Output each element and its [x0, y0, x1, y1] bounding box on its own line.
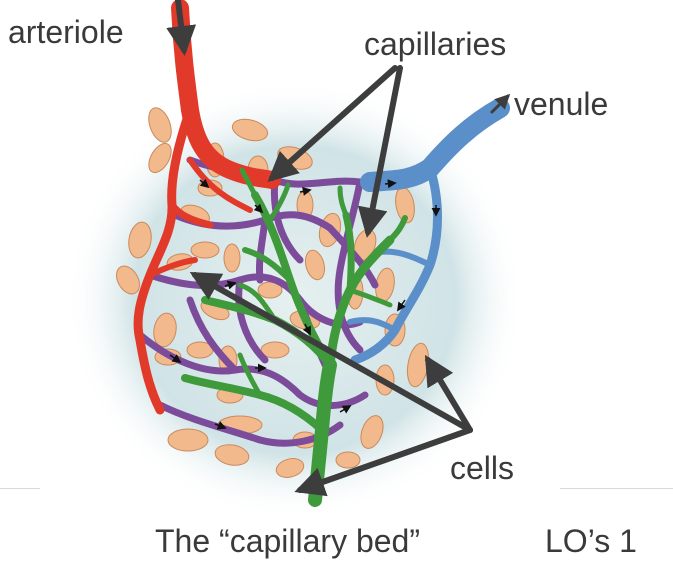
flow-arrows — [169, 178, 441, 430]
venule-label: venule — [514, 86, 609, 122]
capillaries-pointer-right — [357, 65, 403, 238]
arteriole-label: arteriole — [8, 14, 124, 50]
venule-pointer — [490, 93, 511, 114]
cells-pointer-right — [424, 354, 473, 433]
slide-title: The “capillary bed” — [155, 523, 420, 559]
cells-pointer-upper-left — [189, 272, 473, 433]
footer-divider-right — [560, 488, 673, 489]
pointer-arrows — [166, 0, 511, 497]
cells-pointer-lower — [294, 427, 473, 497]
arteriole-pointer — [166, 0, 197, 56]
footer-divider-left — [0, 488, 40, 489]
capillaries-label: capillaries — [364, 26, 507, 62]
slide-code: LO’s 1 — [545, 523, 637, 559]
capillaries-pointer-left — [267, 65, 398, 182]
cells-label: cells — [450, 450, 515, 486]
